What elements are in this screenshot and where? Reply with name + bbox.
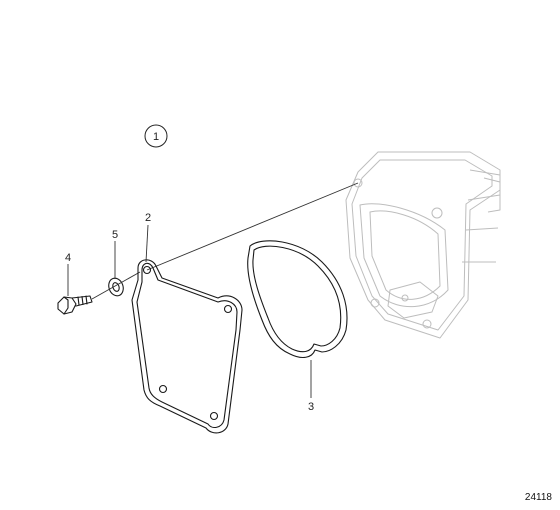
callout-2-leader	[145, 224, 149, 263]
bolt-part	[57, 295, 93, 315]
washer-part	[108, 277, 124, 297]
group-callout-circle	[144, 124, 168, 148]
callout-4-label: 4	[65, 252, 71, 264]
callout-3-label: 3	[308, 401, 314, 413]
engine-housing-outline	[345, 151, 501, 339]
group-callout-label: 1	[153, 131, 159, 143]
document-number: 24118	[525, 492, 553, 503]
callout-5-label: 5	[112, 229, 118, 241]
alignment-line	[146, 182, 359, 271]
gasket-part	[247, 240, 348, 359]
bolt-axis-line	[91, 271, 141, 300]
cover-plate-part	[131, 259, 243, 434]
callout-2-label: 2	[145, 212, 151, 224]
